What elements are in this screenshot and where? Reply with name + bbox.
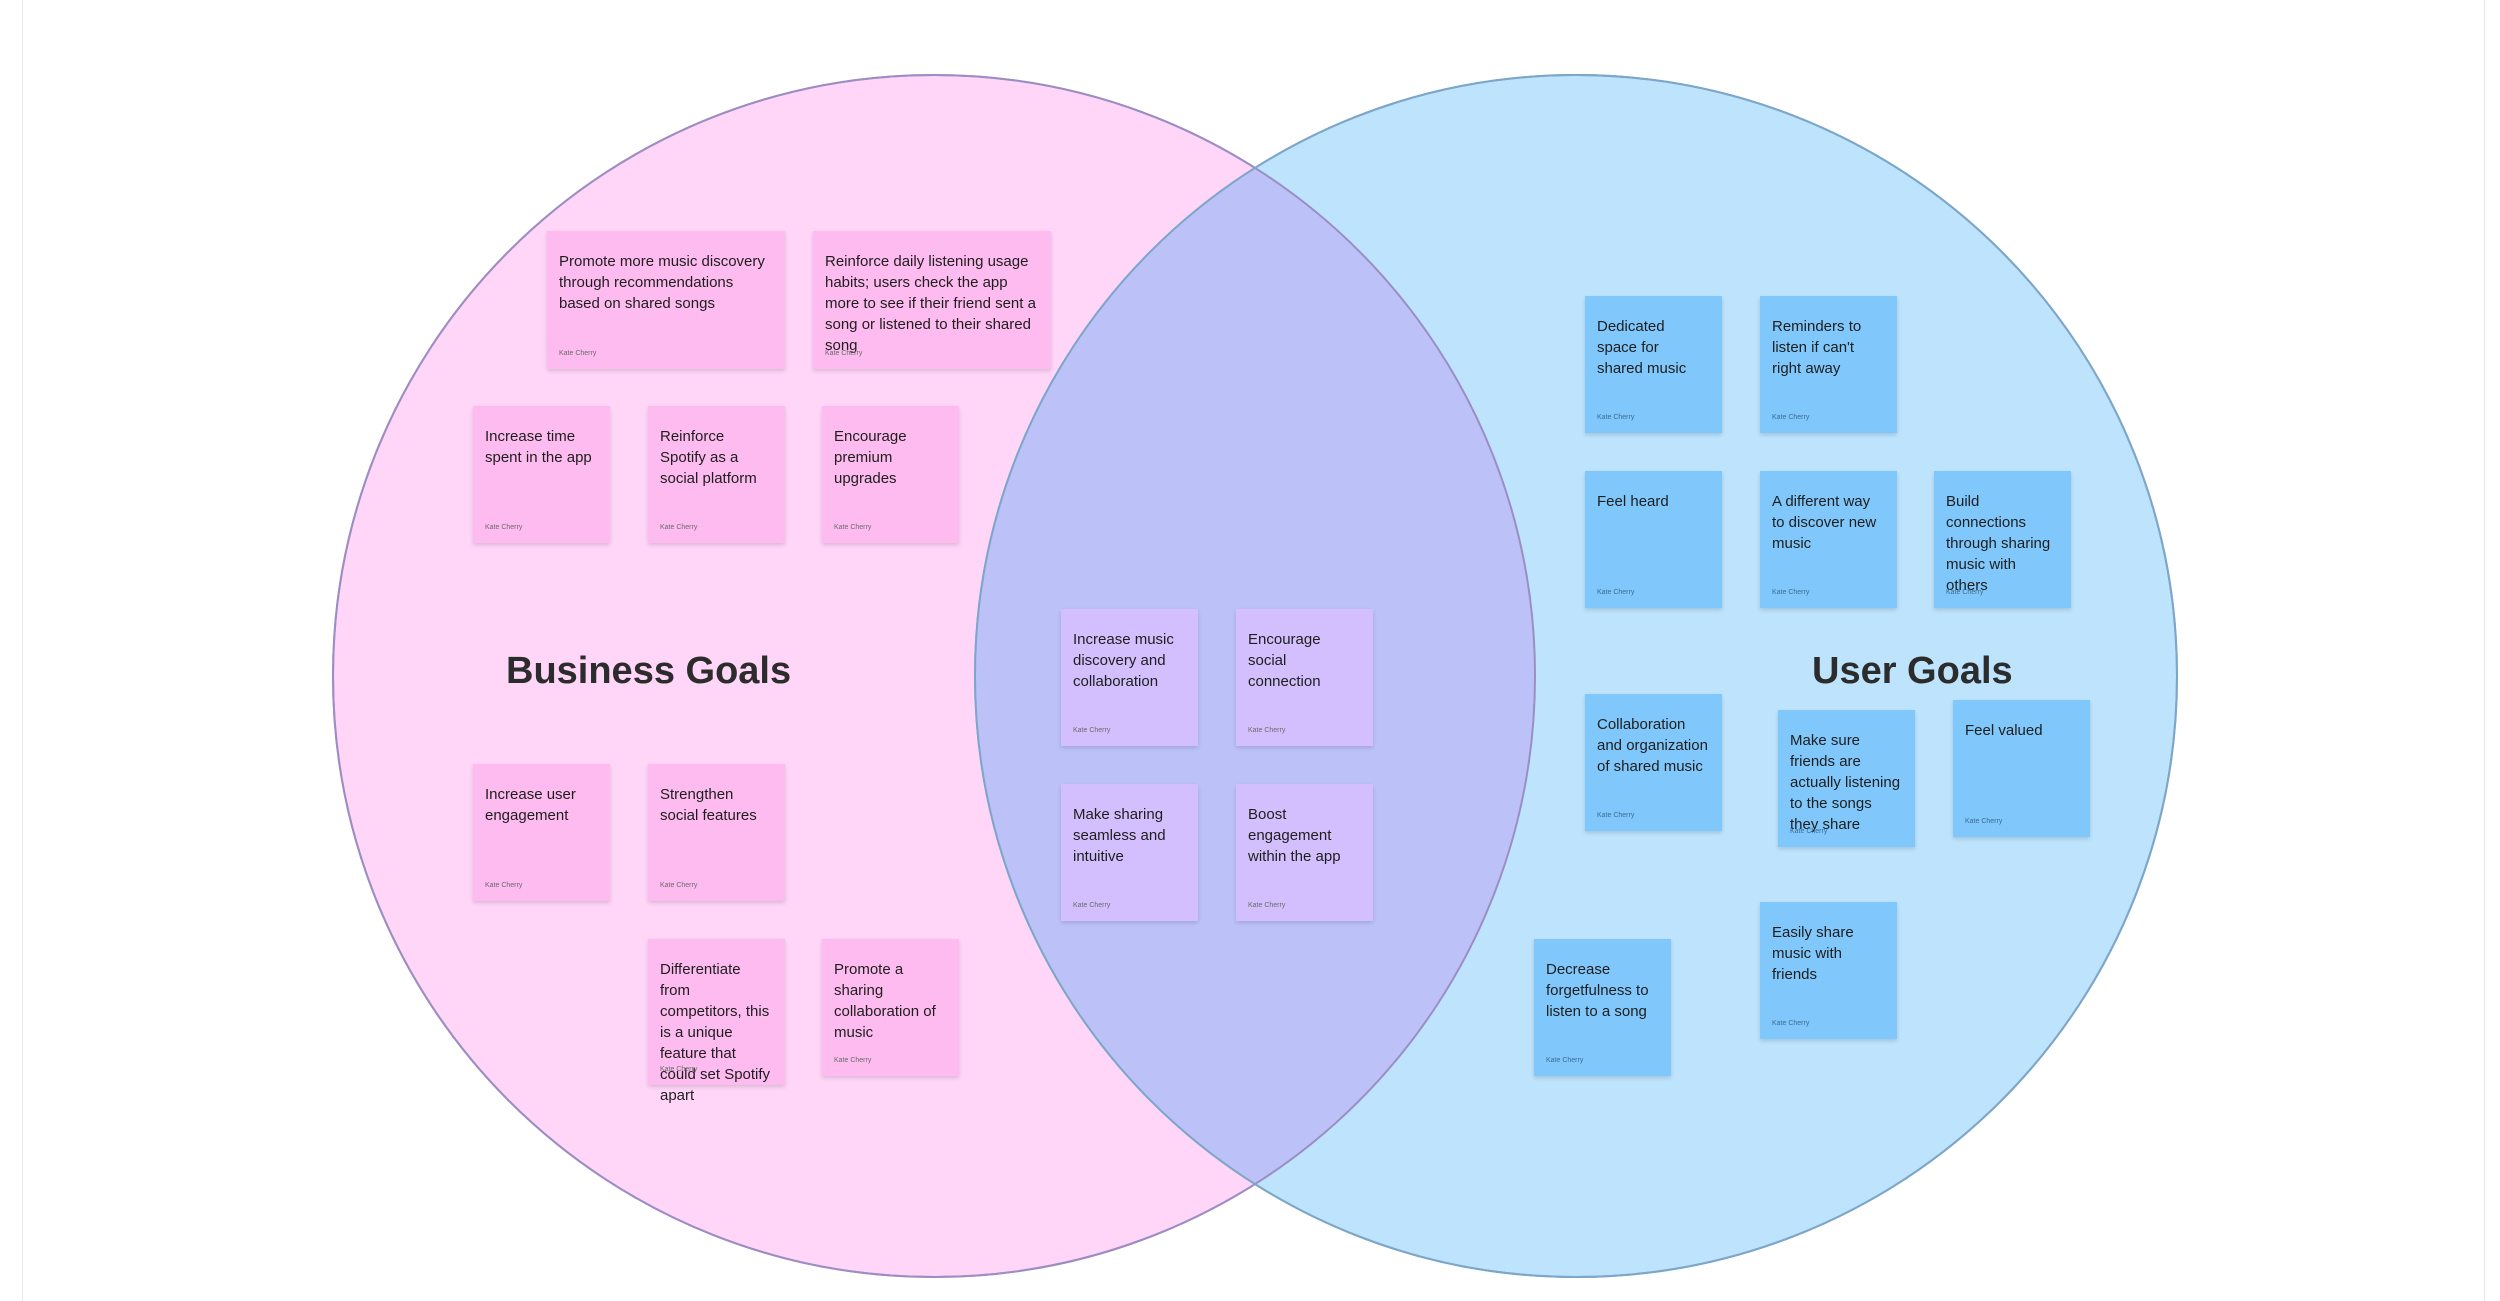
note-text: Differentiate from competitors, this is … [660,961,771,1104]
note-text: Encourage premium upgrades [834,428,907,487]
sticky-note-user[interactable]: Build connections through sharing music … [1934,471,2071,608]
sticky-note-business[interactable]: Differentiate from competitors, this is … [648,939,785,1104]
note-author: Kate Cherry [834,1057,872,1064]
note-text: Decrease forgetfulness to listen to a so… [1546,961,1649,1020]
note-text: Promote a sharing collaboration of music [834,961,936,1041]
note-author: Kate Cherry [834,524,872,531]
sticky-note-business[interactable]: Promote more music discovery through rec… [547,231,785,369]
note-author: Kate Cherry [1073,727,1111,734]
sticky-note-shared[interactable]: Encourage social connection Kate Cherry [1236,609,1373,746]
business-circle-outline [332,74,1536,1278]
note-author: Kate Cherry [1546,1057,1584,1064]
note-text: Make sure friends are actually listening… [1790,732,1901,833]
sticky-note-business[interactable]: Promote a sharing collaboration of music… [822,939,959,1076]
sticky-note-business[interactable]: Reinforce Spotify as a social platform K… [648,406,785,543]
note-text: Build connections through sharing music … [1946,493,2051,594]
sticky-note-user[interactable]: Feel heard Kate Cherry [1585,471,1722,608]
sticky-note-user[interactable]: Dedicated space for shared music Kate Ch… [1585,296,1722,433]
user-circle-outline [974,74,2178,1278]
note-author: Kate Cherry [1790,828,1828,835]
note-author: Kate Cherry [660,1066,698,1073]
note-author: Kate Cherry [1597,812,1635,819]
note-text: Increase music discovery and collaborati… [1073,631,1174,690]
note-author: Kate Cherry [660,882,698,889]
note-author: Kate Cherry [485,882,523,889]
note-author: Kate Cherry [1597,589,1635,596]
note-author: Kate Cherry [1073,902,1111,909]
note-text: Dedicated space for shared music [1597,318,1687,377]
canvas-frame-left [22,0,23,1301]
note-text: Increase user engagement [485,786,576,824]
note-author: Kate Cherry [1597,414,1635,421]
note-author: Kate Cherry [1248,727,1286,734]
sticky-note-business[interactable]: Encourage premium upgrades Kate Cherry [822,406,959,543]
note-text: Reinforce Spotify as a social platform [660,428,757,487]
note-text: Increase time spent in the app [485,428,592,466]
note-text: Encourage social connection [1248,631,1321,690]
sticky-note-business[interactable]: Increase time spent in the app Kate Cher… [473,406,610,543]
sticky-note-user[interactable]: Collaboration and organization of shared… [1585,694,1722,831]
note-author: Kate Cherry [1772,414,1810,421]
note-text: Easily share music with friends [1772,924,1854,983]
note-text: Boost engagement within the app [1248,806,1341,865]
note-author: Kate Cherry [825,350,863,357]
business-goals-label: Business Goals [506,650,792,692]
sticky-note-user[interactable]: Easily share music with friends Kate Che… [1760,902,1897,1039]
sticky-note-user[interactable]: Feel valued Kate Cherry [1953,700,2090,837]
note-author: Kate Cherry [485,524,523,531]
note-author: Kate Cherry [1772,589,1810,596]
sticky-note-user[interactable]: Reminders to listen if can't right away … [1760,296,1897,433]
overlap-region [975,75,1535,1277]
note-text: Feel valued [1965,722,2043,739]
sticky-note-business[interactable]: Strengthen social features Kate Cherry [648,764,785,901]
note-text: Promote more music discovery through rec… [559,253,765,312]
note-author: Kate Cherry [1772,1020,1810,1027]
sticky-note-shared[interactable]: Increase music discovery and collaborati… [1061,609,1198,746]
sticky-note-user[interactable]: Decrease forgetfulness to listen to a so… [1534,939,1671,1076]
sticky-note-shared[interactable]: Make sharing seamless and intuitive Kate… [1061,784,1198,921]
note-author: Kate Cherry [1946,589,1984,596]
sticky-note-business[interactable]: Increase user engagement Kate Cherry [473,764,610,901]
canvas-frame-right [2484,0,2485,1301]
sticky-note-business[interactable]: Reinforce daily listening usage habits; … [813,231,1051,369]
note-text: Feel heard [1597,493,1669,510]
note-text: A different way to discover new music [1772,493,1877,552]
sticky-note-shared[interactable]: Boost engagement within the app Kate Che… [1236,784,1373,921]
note-author: Kate Cherry [660,524,698,531]
note-author: Kate Cherry [1965,818,2003,825]
note-text: Strengthen social features [660,786,757,824]
user-goals-label: User Goals [1812,650,2013,692]
note-author: Kate Cherry [1248,902,1286,909]
note-text: Collaboration and organization of shared… [1597,716,1708,775]
sticky-note-user[interactable]: Make sure friends are actually listening… [1778,710,1915,847]
sticky-note-user[interactable]: A different way to discover new music Ka… [1760,471,1897,608]
note-text: Reinforce daily listening usage habits; … [825,253,1036,354]
note-author: Kate Cherry [559,350,597,357]
note-text: Reminders to listen if can't right away [1772,318,1862,377]
note-text: Make sharing seamless and intuitive [1073,806,1166,865]
